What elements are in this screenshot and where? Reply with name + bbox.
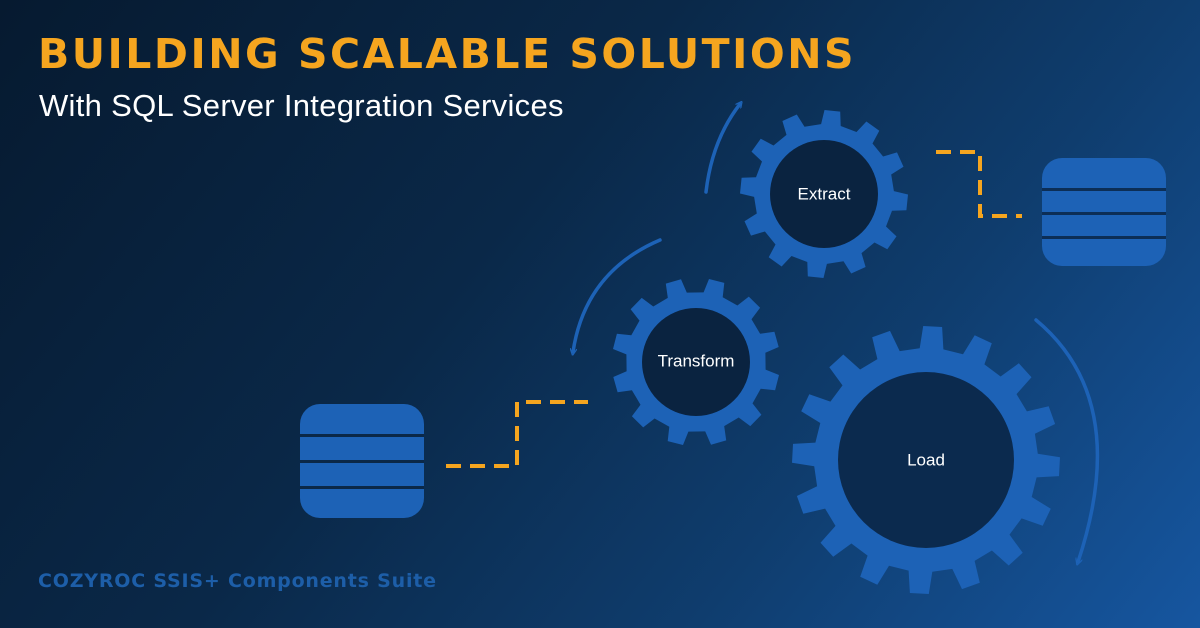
extract-label: Extract — [798, 185, 851, 204]
database-icon — [300, 404, 424, 518]
transform-label: Transform — [658, 352, 735, 371]
load-label: Load — [907, 451, 945, 470]
database-icon — [1042, 158, 1166, 266]
headline: BUILDING SCALABLE SOLUTIONS — [38, 30, 857, 78]
arrow-icon — [573, 238, 662, 352]
extract-gear: Extract — [740, 110, 908, 278]
arrow-icon — [1034, 318, 1100, 562]
arrow-icon — [704, 104, 740, 194]
footer-brand: COZYROC SSIS+ Components Suite — [38, 570, 437, 592]
extract-connector — [936, 150, 1022, 218]
transform-connector — [446, 400, 588, 468]
load-gear: Load — [792, 326, 1060, 594]
subheadline: With SQL Server Integration Services — [39, 88, 564, 123]
transform-gear: Transform — [613, 279, 779, 445]
